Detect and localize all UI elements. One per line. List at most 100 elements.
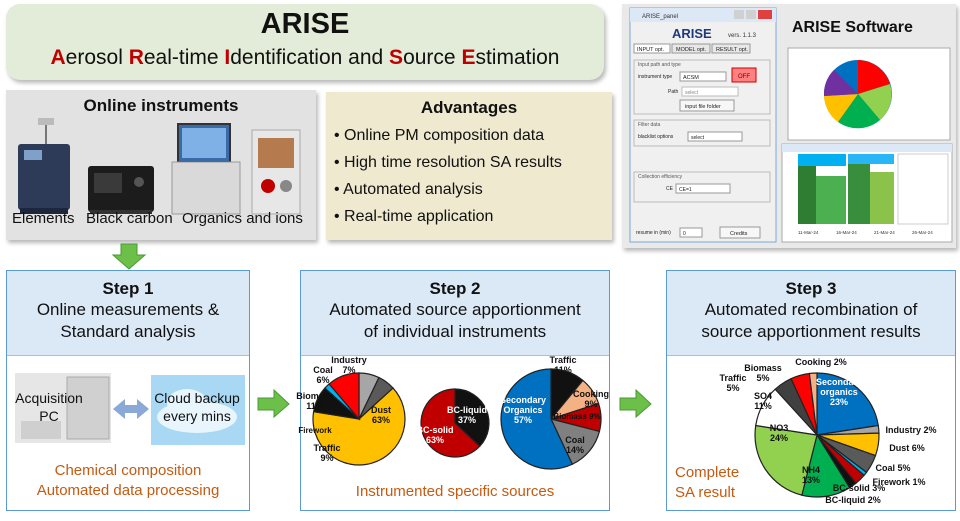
blacklist-select[interactable] [687,131,743,142]
acronym-letter: E [461,46,476,69]
svg-text:Path: Path [668,89,679,95]
svg-text:MODEL opt.: MODEL opt. [676,47,707,53]
svg-text:resume in (min): resume in (min) [636,230,671,236]
advantage-item: • Online PM composition data [334,127,545,144]
subtitle-text: dentification and [230,46,390,69]
step-2-caption: Instrumented specific sources [355,483,555,500]
bidirectional-arrow-icon [113,399,149,419]
step-2-line: of individual instruments [363,322,547,341]
svg-text:select: select [685,90,699,96]
subtitle-text: ource [403,46,462,69]
instrument-illustrations [18,118,301,215]
step-1-header: Step 1 Online measurements & Standard an… [7,271,249,356]
right-arrow [619,388,652,419]
subtitle-text: stimation [475,46,560,69]
svg-text:0: 0 [683,231,686,237]
step-3-line: source apportionment results [701,322,921,341]
step-1-title: Step 1 [102,279,154,298]
pie-label: Biomass 9% [553,412,600,421]
pie-slice [754,424,818,496]
pie-slice [420,388,481,458]
svg-text:every mins: every mins [163,408,231,424]
tab-model-opt[interactable] [671,43,711,54]
step-3-title: Step 3 [785,279,837,298]
resume-field[interactable] [679,227,703,238]
step-3-header: Step 3 Automated recombination of source… [667,271,955,356]
pie-slice [312,387,406,466]
close-button[interactable] [758,10,772,19]
timeseries-window: 11-Mar-24 16-Mar-24 21-Mar-24 26-Mar-24 [781,143,953,243]
path-field[interactable] [681,86,739,97]
organics-instrument-image [171,123,301,215]
acronym-letter: I [224,46,231,69]
svg-text:Collection efficiency: Collection efficiency [638,174,683,180]
pie-slice [328,372,360,421]
page-title: ARISE [260,8,350,40]
tab-input-opt[interactable] [633,43,671,54]
instrument-label-black-carbon: Black carbon [86,210,173,227]
svg-text:OFF: OFF [738,74,750,80]
svg-text:Cloud backup: Cloud backup [154,390,240,406]
instrument-label-organics-ions: Organics and ions [182,210,303,227]
step-2-title: Step 2 [429,279,481,298]
pie-slice [500,368,574,470]
advantages-list: • Online PM composition data • High time… [334,122,562,230]
credits-button[interactable] [719,226,761,239]
right-arrow [257,388,290,419]
step-3-caption: Complete SA result [675,464,740,501]
instruments-panel: Online instruments Elements Black carbon… [6,90,316,240]
step-1-illustration: Acquisition PC Cloud backup every mins [15,373,245,445]
svg-text:Input path and type: Input path and type [638,62,681,68]
pie-slice [454,388,490,448]
down-arrow [111,243,147,270]
elements-instrument-image [18,118,70,214]
ce-select[interactable] [675,183,731,194]
maximize-button[interactable] [746,10,756,19]
advantage-item: • Real-time application [334,208,494,225]
svg-text:RESULT opt.: RESULT opt. [716,47,748,53]
instrument-type-select[interactable] [679,71,727,82]
pie-slice [808,372,818,436]
acronym-letter: A [50,46,66,69]
step-1-caption: Chemical composition Automated data proc… [36,462,220,499]
pie-label: Cooking 2% [795,357,847,367]
tab-result-opt[interactable] [711,43,751,54]
pie-label: BC-solid 3% [833,483,886,493]
acronym-letter: S [389,46,404,69]
advantage-item: • High time resolution SA results [334,154,562,171]
black-carbon-instrument-image [88,166,154,214]
step-3-panel: Step 3 Automated recombination of source… [666,270,956,511]
input-folder-button[interactable] [679,99,735,112]
pie-slice [816,372,879,436]
advantages-panel: Advantages • Online PM composition data … [326,92,612,240]
pie-label: BC-liquid 2% [825,495,881,505]
acquisition-pc-icon: Acquisition PC [15,373,111,443]
advantage-item: • Automated analysis [334,181,483,198]
software-screenshot: ARISE_panel ARISE vers. 1.1.3 INPUT opt.… [629,7,953,243]
svg-text:select: select [691,135,705,141]
panel-app-title: ARISE [672,26,712,41]
svg-text:INPUT opt.: INPUT opt. [637,47,665,53]
step-2-header: Step 2 Automated source apportionment of… [301,271,609,356]
minimize-button[interactable] [734,10,744,19]
step-1-panel: Step 1 Online measurements & Standard an… [6,270,250,511]
title-banner: ARISE Aerosol Real-time Identification a… [6,4,604,80]
svg-text:CE: CE [666,186,674,192]
off-button[interactable] [731,67,757,83]
page-subtitle: Aerosol Real-time Identification and Sou… [6,46,604,70]
